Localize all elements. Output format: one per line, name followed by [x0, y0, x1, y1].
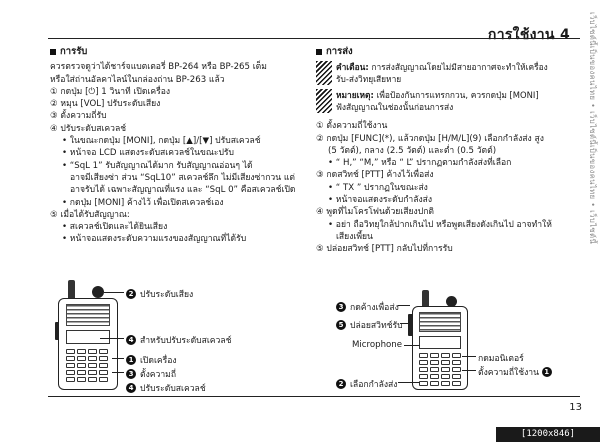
squelch-note: • ในขณะกดปุ่ม [MONI], กดปุ่ม [▲]/[▼] ปรั…	[62, 136, 261, 147]
transmit-step: ② กดปุ่ม [FUNC](*), แล้วกดปุ่ม [H/M/L](9…	[316, 133, 544, 144]
square-bullet-icon	[316, 49, 322, 56]
image-watermark: [1200x846] http://upic.me/	[496, 427, 600, 442]
transmit-step: (5 วัตต์), กลาง (2.5 วัตต์) และต่ำ (0.5 …	[328, 145, 497, 156]
page-title: การใช้งาน 4	[487, 27, 570, 43]
callout-monitor: กดมอนิเตอร์	[478, 354, 524, 364]
squelch-note: อาจมีเสียงซ่า ส่วน “SqL10” สเควลช์ลึก ไม…	[70, 172, 295, 183]
ptt-side-button	[55, 322, 59, 340]
keypad	[419, 353, 461, 386]
squelch-note: อาจรับได้ เฉพาะสัญญาณที่แรง และ “SqL 0” …	[70, 185, 296, 196]
receive-step: ③ ตั้งความถี่รับ	[50, 111, 107, 122]
keypad	[66, 349, 108, 382]
squelch-note: • หน้าจอ LCD แสดงระดับสเควลช์ในขณะปรับ	[62, 148, 234, 159]
note-box: หมายเหตุ: เพื่อป้องกันการแทรกกวน, ควรกดป…	[316, 89, 578, 114]
leader-line	[398, 305, 410, 306]
squelch-note: • กดปุ่ม [MONI] ค้างไว้ เพื่อเปิดสเควลช์…	[62, 197, 224, 208]
receive-section: การรับ ควรตรวจดูว่าได้ชาร์จแบตเตอรี่ BP-…	[50, 46, 296, 246]
ptt-side-button	[408, 314, 413, 336]
leader-line	[462, 370, 476, 371]
receive-intro-line: หรือใส่ถ่านอัลคาไลน์ในกล่องถ่าน BP-263 แ…	[50, 74, 225, 85]
receive-heading: การรับ	[50, 46, 295, 58]
transmit-note: เสียงเพี้ยน	[336, 231, 373, 242]
receive-step: ② หมุน [VOL] ปรับระดับเสียง	[50, 99, 161, 110]
leader-line	[462, 356, 476, 357]
signal-note: • สเควลช์เปิดและได้ยินเสียง	[62, 222, 168, 233]
page-number: 13	[569, 402, 582, 413]
transmit-note: • หน้าจอแสดงระดับกำลังส่ง	[328, 195, 433, 206]
leader-line	[100, 338, 124, 339]
receive-step: ① กดปุ่ม [⏻] 1 วินาที เปิดเครื่อง	[50, 86, 171, 97]
antenna	[422, 290, 429, 310]
signal-note: • หน้าจอแสดงระดับความแรงของสัญญาณที่ได้ร…	[62, 234, 247, 245]
header-rule	[48, 38, 580, 39]
receive-step: ⑤ เมื่อได้รับสัญญาณ:	[50, 209, 130, 220]
volume-knob	[446, 296, 457, 307]
lcd-display	[419, 336, 461, 349]
transmit-note: • “ H,” “M,” หรือ “ L” ปรากฏตามกำลังส่งท…	[328, 158, 512, 169]
footer-rule	[48, 396, 580, 397]
transmit-step: ③ กดสวิทช์ [PTT] ค้างไว้เพื่อส่ง	[316, 170, 434, 181]
antenna	[68, 280, 75, 302]
transmit-step: ① ตั้งความถี่ใช้งาน	[316, 121, 388, 132]
leader-line	[104, 292, 124, 293]
leader-line	[112, 372, 124, 373]
squelch-note: • “SqL 1” รับสัญญาณได้มาก รับสัญญาณอ่อนๆ…	[62, 160, 253, 171]
lcd-display	[66, 330, 110, 344]
warning-box: คำเตือน: การส่งสัญญาณโดยไม่มีสายอากาศจะท…	[316, 61, 578, 86]
volume-knob	[92, 286, 104, 298]
leader-line	[112, 358, 124, 359]
note-hatch-icon	[316, 89, 332, 114]
side-watermark-text: เว็บไซต์นี้เป็นของคนไทย • เว็บไซต์นี้เป็…	[588, 12, 597, 245]
receive-step: ④ ปรับระดับสเควลช์	[50, 123, 127, 134]
transmit-note: • อย่า ถือวิทยุใกล้ปากเกินไป หรือพูดเสีย…	[328, 219, 552, 230]
callout-operating-frequency: ตั้งความถี่ใช้งาน 1	[478, 365, 556, 379]
transmit-section: การส่ง คำเตือน: การส่งสัญญาณโดยไม่มีสายอ…	[316, 46, 578, 256]
callout-microphone: Microphone	[352, 340, 403, 350]
warning-hatch-icon	[316, 61, 332, 86]
leader-line	[404, 345, 420, 346]
side-strip	[586, 10, 600, 405]
receive-intro-line: ควรตรวจดูว่าได้ชาร์จแบตเตอรี่ BP-264 หรื…	[50, 62, 267, 73]
transmit-note: • “ TX ” ปรากฏในขณะส่ง	[328, 182, 428, 193]
transmit-heading: การส่ง	[316, 46, 578, 58]
leader-line	[400, 323, 410, 324]
transmit-step: ⑤ ปล่อยสวิทช์ [PTT] กลับไปที่การรับ	[316, 244, 453, 255]
leader-line	[398, 382, 420, 383]
square-bullet-icon	[50, 49, 56, 56]
speaker-grille	[419, 312, 461, 332]
speaker-grille	[66, 304, 110, 326]
transmit-step: ④ พูดที่ไมโครโฟนด้วยเสียงปกติ	[316, 207, 434, 218]
